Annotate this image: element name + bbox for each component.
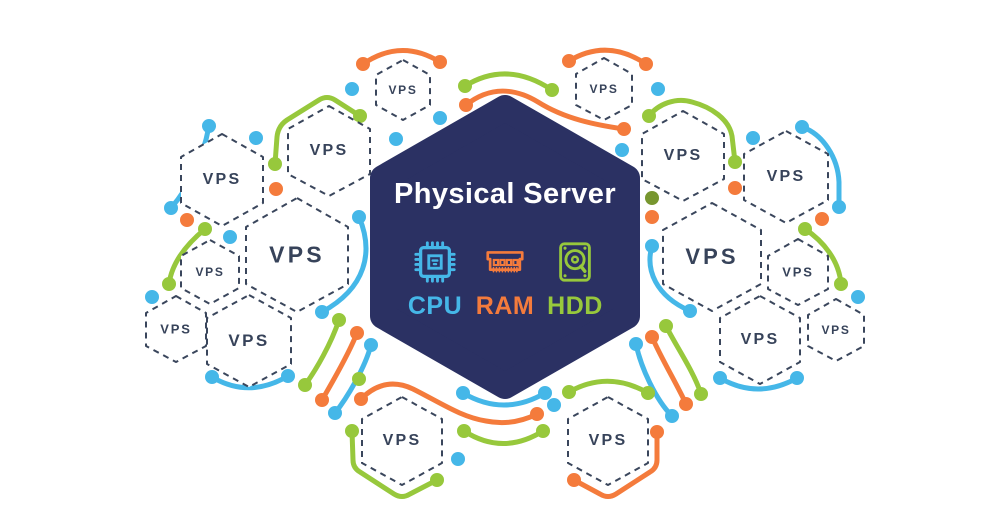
circuit-trace — [166, 71, 844, 499]
vps-node-label: VPS — [821, 323, 851, 337]
physical-server-hexagon — [370, 95, 640, 399]
circuit-trace — [319, 47, 689, 499]
component-cpu: CPU — [404, 236, 466, 321]
circuit-traces-blue — [145, 82, 866, 466]
ram-icon — [482, 236, 528, 288]
circuit-traces-green — [162, 71, 849, 499]
vps-node-label: VPS — [309, 142, 349, 159]
vps-hexagon-outline — [662, 202, 762, 312]
vps-hexagon-outline — [641, 110, 725, 202]
vps-node-label: VPS — [228, 331, 270, 350]
circuit-dot — [162, 79, 849, 487]
vps-node-label: VPS — [202, 171, 242, 188]
vps-hexagon-outline — [807, 298, 865, 362]
cpu-label: CPU — [407, 292, 463, 320]
hdd-icon — [552, 236, 598, 288]
vps-node-label: VPS — [269, 241, 325, 268]
circuit-dot — [180, 54, 830, 487]
component-row: CPU RAM — [374, 236, 636, 321]
circuit-traces-orange — [180, 47, 830, 499]
physical-server-title: Physical Server — [393, 178, 617, 210]
vps-node-label: VPS — [160, 321, 192, 337]
vps-hexagon-outline — [145, 295, 207, 363]
cpu-icon — [412, 236, 458, 288]
vps-hexagon-outline — [719, 295, 801, 385]
vps-hexagon-outline — [567, 396, 649, 486]
vps-hexagon-outline — [361, 396, 443, 486]
vps-hexagon-outline — [743, 130, 829, 224]
vps-hexagon-outline — [767, 238, 829, 306]
hdd-label: HDD — [547, 292, 603, 320]
vps-node-label: VPS — [685, 244, 739, 269]
vps-node-label: VPS — [740, 331, 780, 348]
vps-hexagon-outline — [375, 59, 431, 121]
circuit-dot — [145, 82, 866, 466]
vps-node-label: VPS — [588, 432, 628, 449]
component-ram: RAM — [474, 236, 536, 321]
vps-hexagons — [145, 57, 865, 486]
vps-hexagon-outline — [180, 239, 240, 305]
vps-node-label: VPS — [766, 168, 806, 185]
vps-hexagon-outline — [287, 105, 371, 197]
vps-node-label: VPS — [589, 82, 619, 96]
vps-hexagon-outline — [575, 57, 633, 121]
ram-label: RAM — [475, 292, 535, 320]
component-hdd: HDD — [544, 236, 606, 321]
physical-server-content: Physical Server CPU — [374, 98, 636, 396]
vps-hexagon-outline — [206, 294, 292, 388]
vps-node-label: VPS — [388, 83, 418, 97]
vps-node-label: VPS — [195, 265, 225, 279]
vps-hexagon-outline — [245, 197, 349, 313]
vps-hexagon-outline — [180, 133, 264, 227]
vps-node-label: VPS — [663, 147, 703, 164]
vps-node-label: VPS — [782, 264, 814, 280]
vps-node-label: VPS — [382, 432, 422, 449]
